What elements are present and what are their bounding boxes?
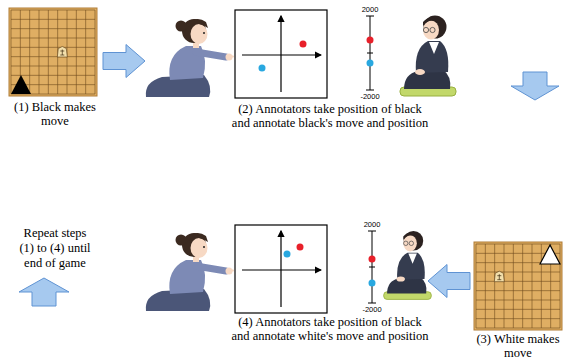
cyan-dot bbox=[369, 280, 376, 287]
shogi-piece bbox=[57, 47, 67, 58]
cyan-dot bbox=[367, 60, 374, 67]
step-caption: (1) Black makes move bbox=[5, 101, 105, 128]
step-caption: (2) Annotators take position of black an… bbox=[230, 103, 431, 130]
board-step: (1) Black makes move bbox=[5, 8, 105, 128]
cyan-dot bbox=[284, 251, 291, 258]
commentator-figure bbox=[400, 16, 456, 97]
flow-arrow bbox=[19, 278, 69, 306]
scale-tick bbox=[369, 267, 375, 268]
flow-arrow bbox=[511, 72, 559, 100]
flow-arrow bbox=[428, 265, 470, 298]
board-step: (3) White makes move bbox=[468, 242, 568, 360]
annotator-figure bbox=[146, 19, 233, 97]
step-caption: (4) Annotators take position of black an… bbox=[230, 316, 431, 343]
scale-tick bbox=[366, 90, 374, 91]
black-triangle bbox=[11, 75, 31, 94]
red-dot bbox=[300, 41, 307, 48]
commentator-figure bbox=[384, 231, 432, 299]
step-caption: (3) White makes move bbox=[468, 333, 568, 360]
red-dot bbox=[367, 37, 374, 44]
evaluation-plot bbox=[235, 10, 327, 98]
scale-value: -2000 bbox=[360, 92, 379, 101]
shogi-board bbox=[9, 8, 97, 96]
red-dot bbox=[369, 256, 376, 263]
flow-arrow bbox=[103, 45, 145, 78]
scale-tick bbox=[367, 53, 373, 54]
board-step3 bbox=[474, 242, 562, 330]
shogi-piece bbox=[494, 271, 504, 282]
annotation-step: (4) Annotators take position of black an… bbox=[130, 222, 530, 343]
evaluation-plot bbox=[235, 225, 327, 313]
cyan-dot bbox=[259, 65, 266, 72]
loop-note: Repeat steps (1) to (4) until end of gam… bbox=[17, 226, 93, 271]
annotation-step: (2) Annotators take position of black an… bbox=[130, 8, 530, 130]
scale-tick bbox=[368, 303, 376, 304]
plot-axis bbox=[280, 16, 281, 92]
plot-axis bbox=[280, 231, 281, 307]
annotator-figure bbox=[146, 233, 233, 311]
white-triangle bbox=[540, 245, 560, 264]
shogi-board bbox=[474, 242, 562, 330]
board-step1 bbox=[9, 8, 97, 96]
scale-value: -2000 bbox=[362, 305, 381, 314]
scale-tick bbox=[368, 231, 376, 232]
scale-value: 2000 bbox=[364, 220, 381, 229]
red-dot bbox=[297, 244, 304, 251]
scale-tick bbox=[366, 16, 374, 17]
scale-value: 2000 bbox=[362, 5, 379, 14]
